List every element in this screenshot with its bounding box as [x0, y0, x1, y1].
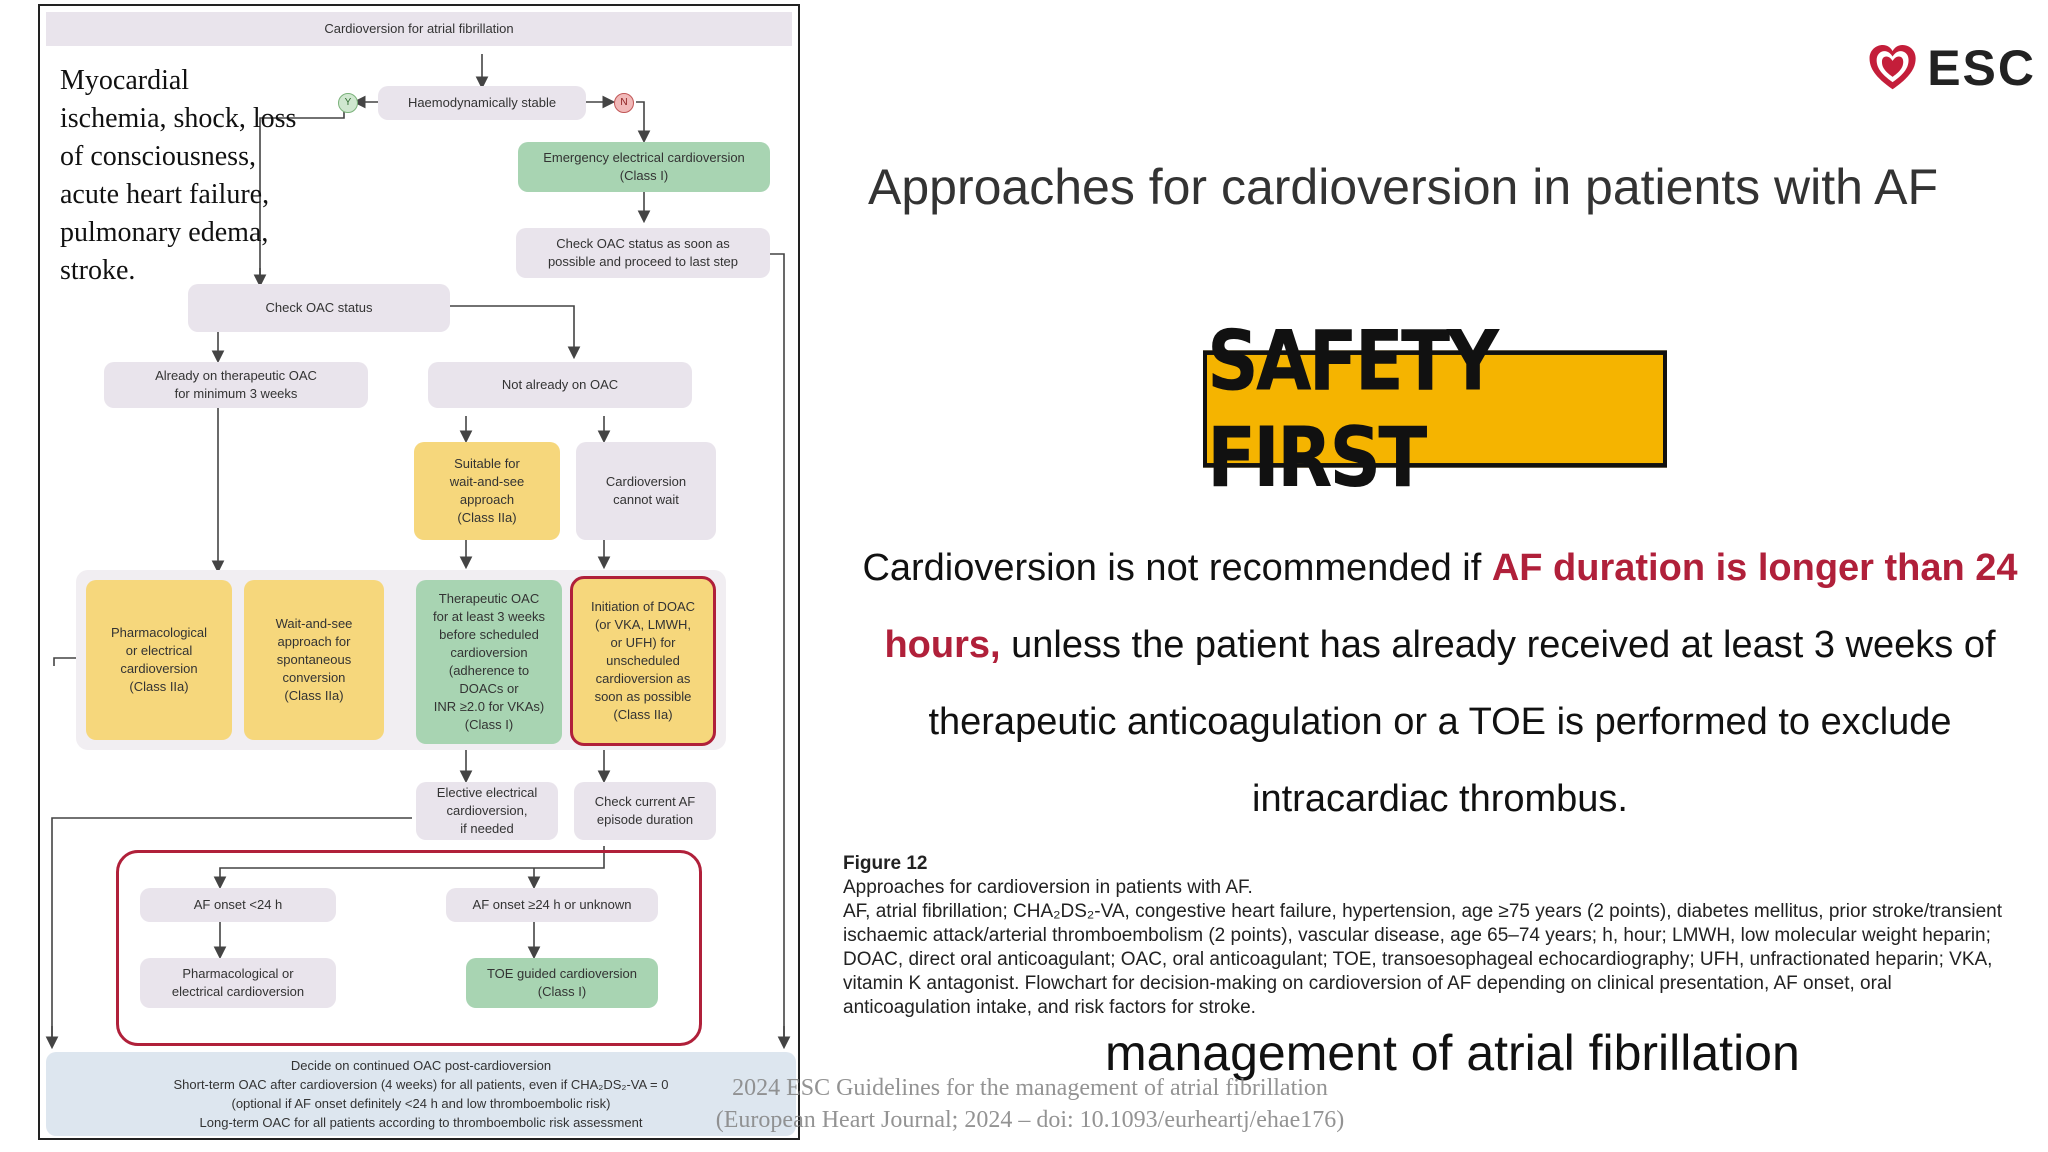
esc-logo: ESC	[1866, 36, 2036, 100]
node-initiation-doac: Initiation of DOAC (or VKA, LMWH, or UFH…	[570, 576, 716, 746]
arrow-asap-decide	[740, 253, 785, 1046]
esc-logo-text: ESC	[1927, 40, 2036, 96]
highlight-af-onset-section	[116, 850, 702, 1046]
node-not-on-oac: Not already on OAC	[428, 362, 692, 408]
source-citation: 2024 ESC Guidelines for the management o…	[690, 1072, 1370, 1136]
arrow-elective-decide	[51, 817, 412, 1046]
node-wait-and-see: Wait-and-see approach for spontaneous co…	[244, 580, 384, 740]
flow-header: Cardioversion for atrial fibrillation	[46, 12, 792, 46]
recommendation-statement: Cardioversion is not recommended if AF d…	[860, 530, 2020, 838]
node-cannot-wait: Cardioversion cannot wait	[576, 442, 716, 540]
yes-badge: Y	[338, 93, 358, 113]
node-already-on-oac: Already on therapeutic OAC for minimum 3…	[104, 362, 368, 408]
figure-caption-abbreviations: AF, atrial fibrillation; CHA₂DS₂-VA, con…	[843, 901, 2003, 1018]
figure-number: Figure 12	[843, 853, 928, 874]
node-pharmacological-electrical: Pharmacological or electrical cardiovers…	[86, 580, 232, 740]
arrow-no-emergency	[636, 101, 651, 144]
heart-icon	[1869, 44, 1916, 90]
source-line-1: 2024 ESC Guidelines for the management o…	[732, 1075, 1328, 1101]
node-check-oac-status: Check OAC status	[188, 284, 450, 332]
arrow-yes-check	[259, 110, 345, 282]
node-emergency-cardioversion: Emergency electrical cardioversion (Clas…	[518, 142, 770, 192]
figure-caption-title: Approaches for cardioversion in patients…	[843, 877, 1253, 898]
node-pharmacological-electrical-2: Pharmacological or electrical cardiovers…	[140, 958, 336, 1008]
flowchart-connectors	[45, 54, 791, 1050]
node-check-oac-asap: Check OAC status as soon as possible and…	[516, 228, 770, 278]
node-haemodynamically-stable: Haemodynamically stable	[378, 86, 586, 120]
node-decide-continued-oac: Decide on continued OAC post-cardioversi…	[46, 1052, 796, 1136]
cardioversion-flowchart: Cardioversion for atrial fibrillation My…	[38, 4, 800, 1140]
source-line-2: (European Heart Journal; 2024 – doi: 10.…	[715, 1107, 1345, 1133]
slide-title: Approaches for cardioversion in patients…	[868, 159, 1938, 215]
management-heading: management of atrial fibrillation	[1105, 1025, 1800, 1081]
node-af-onset-ge24: AF onset ≥24 h or unknown	[446, 888, 658, 922]
figure-caption: Figure 12 Approaches for cardioversion i…	[843, 852, 2013, 1020]
statement-highlight: AF duration is longer than 24 hours,	[884, 547, 2018, 666]
arrow-check-not	[430, 305, 581, 360]
statement-part1: Cardioversion is not recommended if	[862, 547, 1492, 589]
arrow-duration-split	[213, 846, 605, 890]
no-badge: N	[614, 93, 634, 113]
safety-first-banner: SAFETY FIRST	[1203, 312, 1667, 506]
node-elective-cardioversion: Elective electrical cardioversion, if ne…	[416, 782, 558, 840]
node-check-af-duration: Check current AF episode duration	[574, 782, 716, 840]
node-af-onset-lt24: AF onset <24 h	[140, 888, 336, 922]
node-therapeutic-oac: Therapeutic OAC for at least 3 weeks bef…	[416, 580, 562, 744]
clinical-annotation: Myocardial ischemia, shock, loss of cons…	[60, 65, 297, 286]
statement-part2: unless the patient has already received …	[928, 624, 1996, 820]
node-toe-guided: TOE guided cardioversion (Class I)	[466, 958, 658, 1008]
node-suitable-wait-see: Suitable for wait-and-see approach (Clas…	[414, 442, 560, 540]
